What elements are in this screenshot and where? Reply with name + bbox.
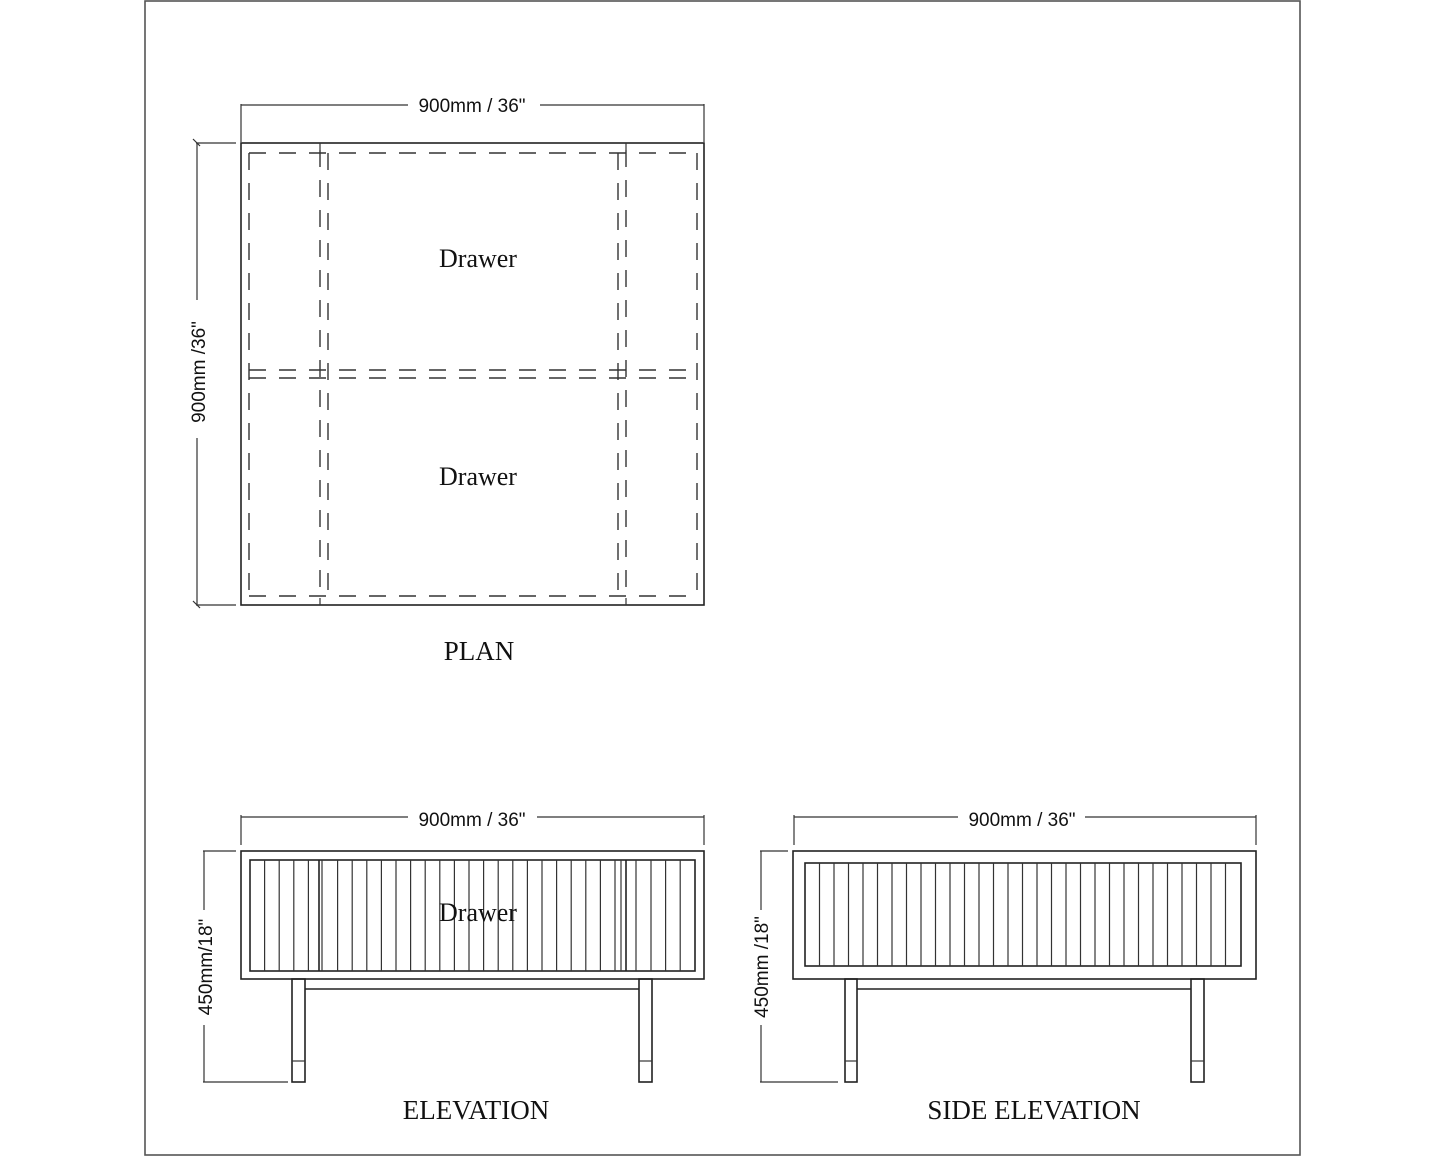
elevation-view: 900mm / 36" 450mm/18"	[196, 810, 705, 1125]
plan-view: 900mm / 36" 900mm /36"	[189, 96, 705, 666]
side-elevation-title: SIDE ELEVATION	[927, 1095, 1140, 1125]
side-elevation-view: 900mm / 36" 450mm /18"	[752, 810, 1257, 1125]
leg-right	[638, 978, 653, 1083]
elevation-legs	[291, 978, 653, 1083]
plan-depth-dimension: 900mm /36"	[189, 138, 236, 609]
elevation-body-outline	[240, 850, 705, 980]
side-width-dimension: 900mm / 36"	[793, 810, 1257, 845]
plan-hidden-lines	[248, 150, 698, 600]
plan-width-label: 900mm / 36"	[418, 96, 525, 117]
side-legs	[844, 978, 1205, 1083]
plan-width-dimension: 900mm / 36"	[240, 96, 705, 142]
elevation-drawer-label: Drawer	[439, 898, 517, 927]
side-leg-right	[1190, 978, 1205, 1083]
elevation-width-dimension: 900mm / 36"	[240, 810, 705, 845]
side-body-outline	[792, 850, 1257, 980]
side-slats	[818, 863, 1227, 966]
elevation-title: ELEVATION	[403, 1095, 549, 1125]
sheet-border	[144, 0, 1301, 1156]
leg-left	[291, 978, 306, 1083]
elevation-width-label: 900mm / 36"	[418, 810, 525, 831]
plan-drawer-label-top: Drawer	[439, 244, 517, 273]
plan-outline	[240, 142, 705, 606]
plan-drawer-label-bottom: Drawer	[439, 462, 517, 491]
elevation-height-label: 450mm/18"	[196, 919, 217, 1016]
plan-title: PLAN	[444, 636, 515, 666]
elevation-height-dimension: 450mm/18"	[196, 850, 288, 1083]
side-leg-left	[844, 978, 858, 1083]
side-height-dimension: 450mm /18"	[752, 850, 838, 1083]
side-height-label: 450mm /18"	[752, 916, 773, 1018]
elevation-slats	[264, 860, 681, 971]
plan-depth-label: 900mm /36"	[189, 321, 210, 423]
side-width-label: 900mm / 36"	[968, 810, 1075, 831]
elevation-front-panel	[249, 859, 696, 972]
